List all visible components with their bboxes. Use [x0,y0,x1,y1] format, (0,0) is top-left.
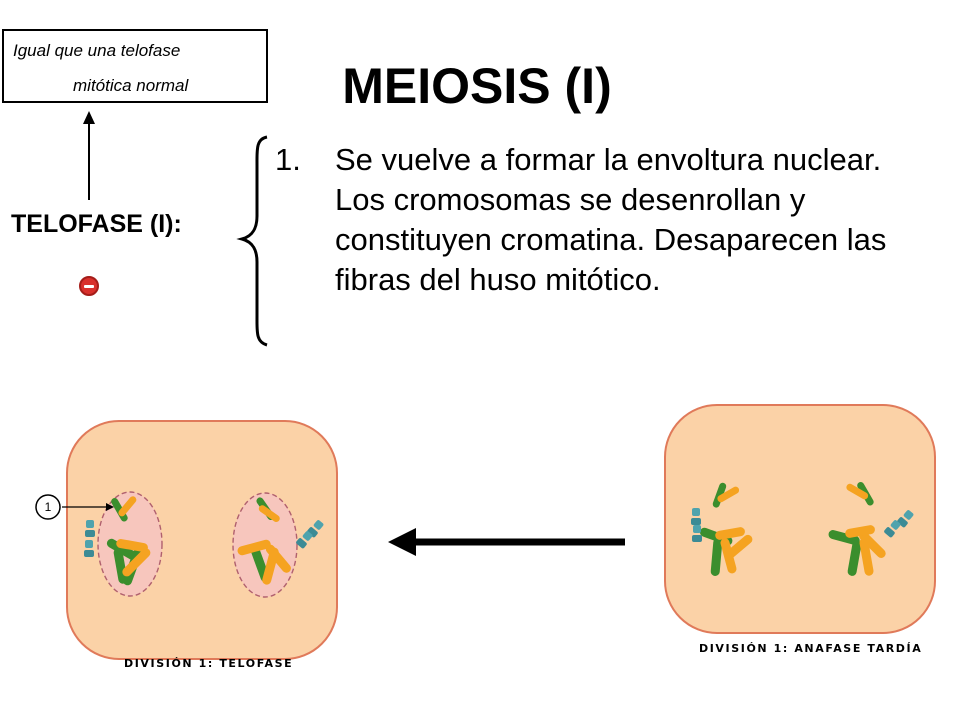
note-box: Igual que una telofase mitótica normal [2,29,268,103]
cell-telofase [66,420,338,660]
page-title: MEIOSIS (I) [342,58,612,114]
note-line-1: Igual que una telofase [13,41,181,60]
chromosome-orange [715,486,753,574]
chromosome-orange [116,496,151,577]
list-item-number: 1. [275,142,301,177]
stage-label: TELOFASE (I): [11,210,182,238]
caption-anafase-tardia: DIVISIÓN 1: ANAFASE TARDÍA [699,642,923,655]
back-icon[interactable] [79,276,99,296]
callout-1: 1 [35,494,114,520]
cell-anafase-tardia [664,404,936,634]
caption-telofase: DIVISIÓN 1: TELOFASE [124,657,294,670]
note-line-2: mitótica normal [73,76,189,95]
arrow-up-icon [83,111,95,200]
curly-brace [236,135,268,347]
callout-number: 1 [45,500,52,514]
list-item-text: Se vuelve a formar la envoltura nuclear.… [335,142,887,297]
arrow-left-icon [388,528,625,556]
chromosome-orange [237,505,291,585]
chromosome-orange [845,483,886,576]
